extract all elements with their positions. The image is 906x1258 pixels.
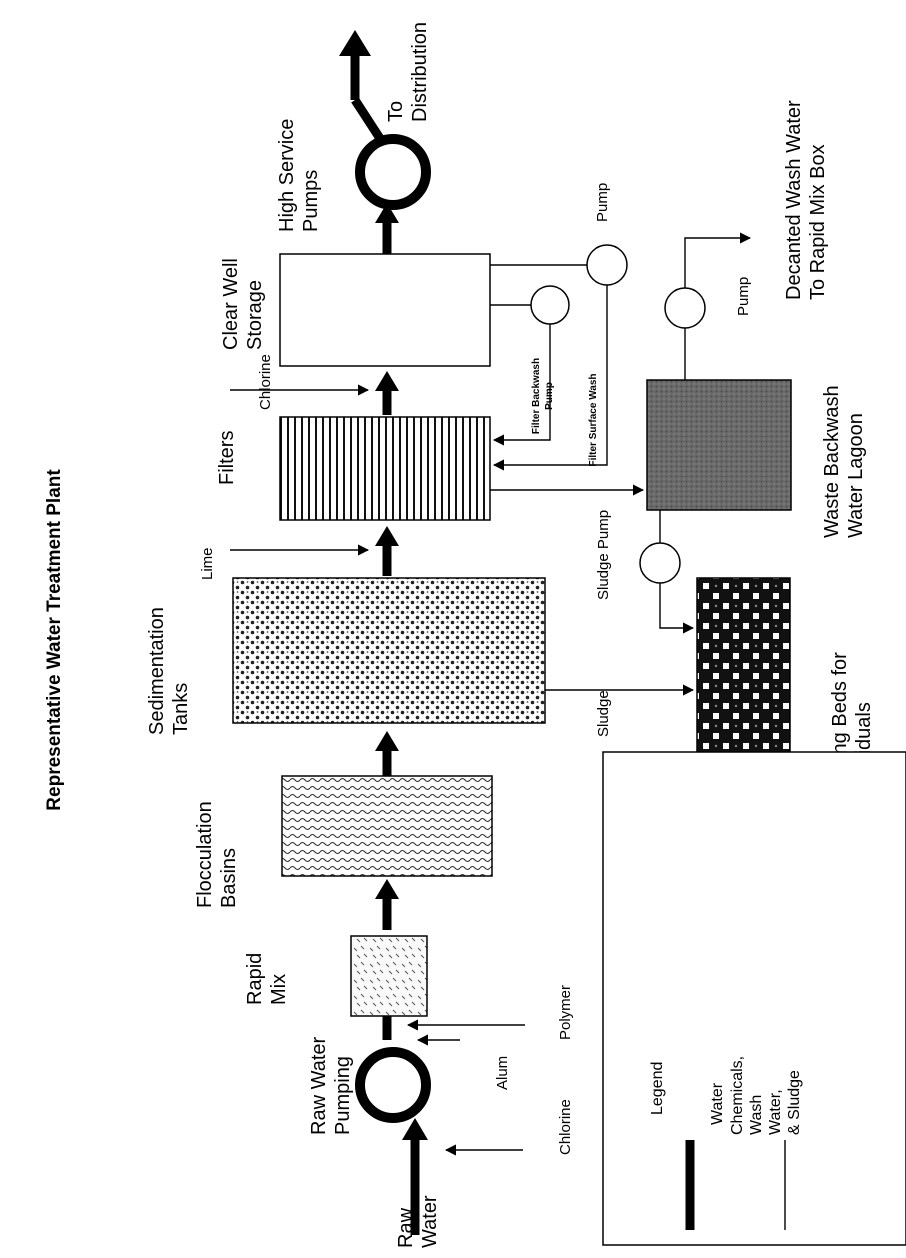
pump-top-label: Pump (594, 183, 611, 222)
svg-text:Water,: Water, (767, 1089, 784, 1135)
legend-other-label: Chemicals, Wash Water, & Sludge (729, 1056, 803, 1135)
svg-text:Raw Water: Raw Water (308, 1036, 330, 1135)
high-service-pump-icon (355, 134, 431, 210)
decanted-label: Decanted Wash Water To Rapid Mix Box (783, 100, 829, 300)
clear-well-label: Clear Well Storage (220, 258, 266, 350)
svg-text:Wash: Wash (748, 1095, 765, 1135)
svg-text:Alum: Alum (494, 1056, 511, 1090)
drying-beds (696, 577, 791, 772)
polymer-label: Polymer (557, 985, 574, 1040)
raw-water-pumping-label: Raw Water Pumping (308, 1036, 354, 1135)
sedimentation-label: Sedimentation Tanks (146, 607, 192, 735)
svg-text:& Sludge: & Sludge (786, 1070, 803, 1135)
svg-text:Sedimentation: Sedimentation (146, 607, 168, 735)
svg-text:Water Lagoon: Water Lagoon (845, 413, 867, 538)
svg-text:Flocculation: Flocculation (194, 801, 216, 908)
distribution-label: To Distribution (385, 22, 431, 122)
water-flow-lines (350, 48, 420, 1235)
svg-text:Sludge Pump: Sludge Pump (595, 510, 612, 600)
legend-water-label: Water (709, 1082, 726, 1125)
svg-text:Filter Backwash: Filter Backwash (531, 358, 542, 434)
waste-lagoon-label: Waste Backwash Water Lagoon (821, 385, 867, 538)
svg-text:Chemicals,: Chemicals, (729, 1056, 746, 1135)
svg-text:Rapid: Rapid (244, 953, 266, 1005)
svg-text:Chlorine: Chlorine (557, 1099, 574, 1155)
raw-water-label: Raw Water (395, 1195, 441, 1248)
alum-label: Alum (494, 1056, 511, 1090)
svg-text:Pump: Pump (735, 277, 752, 316)
legend-heading: Legend (649, 1062, 666, 1115)
svg-text:Water: Water (419, 1195, 441, 1248)
lime-label: Lime (199, 547, 216, 580)
flocculation-basin (281, 775, 493, 877)
flocculation-label: Flocculation Basins (194, 801, 240, 908)
svg-text:Pump: Pump (594, 183, 611, 222)
svg-text:Tanks: Tanks (170, 683, 192, 735)
clear-well-storage (279, 253, 491, 367)
filter-backwash-pump-icon (530, 285, 570, 325)
svg-text:Basins: Basins (218, 848, 240, 908)
svg-text:Filter Surface Wash: Filter Surface Wash (588, 374, 599, 467)
svg-text:Filters: Filters (216, 431, 238, 485)
sedimentation-tank (232, 577, 546, 724)
lagoon-pump-icon (664, 287, 706, 329)
diagram-title: Representative Water Treatment Plant (44, 469, 65, 811)
svg-text:Pumps: Pumps (300, 170, 322, 232)
svg-text:Sludge: Sludge (595, 690, 612, 737)
sludge-pump-label: Sludge Pump (595, 510, 612, 600)
rapid-mix-tank (350, 935, 428, 1017)
filter-bed (279, 416, 491, 521)
svg-text:Polymer: Polymer (557, 985, 574, 1040)
pump-lagoon-label: Pump (735, 277, 752, 316)
chlorine-label-2: Chlorine (257, 354, 274, 410)
svg-text:Decanted Wash Water: Decanted Wash Water (783, 100, 805, 300)
svg-text:To: To (385, 101, 407, 122)
raw-water-pump-icon (355, 1047, 431, 1123)
svg-text:Lime: Lime (199, 547, 216, 580)
svg-text:To Rapid Mix Box: To Rapid Mix Box (807, 144, 829, 300)
svg-text:Storage: Storage (244, 280, 266, 350)
svg-text:High Service: High Service (276, 119, 298, 232)
svg-text:Pumping: Pumping (332, 1056, 354, 1135)
waste-backwash-lagoon (646, 379, 792, 511)
svg-text:Pump: Pump (544, 382, 555, 410)
svg-text:Clear Well: Clear Well (220, 258, 242, 350)
rapid-mix-label: Rapid Mix (244, 953, 290, 1005)
svg-text:Chlorine: Chlorine (257, 354, 274, 410)
svg-text:Distribution: Distribution (409, 22, 431, 122)
filter-surface-wash-label: Filter Surface Wash (588, 374, 599, 467)
high-service-label: High Service Pumps (276, 119, 322, 232)
sludge-label: Sludge (595, 690, 612, 737)
filter-backwash-pump-label: Filter Backwash Pump (531, 358, 555, 434)
surface-wash-pump-icon (586, 244, 628, 286)
svg-text:Raw: Raw (395, 1207, 417, 1248)
sludge-pump-icon (639, 542, 681, 584)
svg-text:Mix: Mix (268, 974, 290, 1005)
legend: Legend Water Chemicals, Wash Water, & Sl… (602, 751, 906, 1246)
svg-text:Waste Backwash: Waste Backwash (821, 385, 843, 538)
filters-label: Filters (216, 431, 238, 485)
chlorine-label-1: Chlorine (557, 1099, 574, 1155)
